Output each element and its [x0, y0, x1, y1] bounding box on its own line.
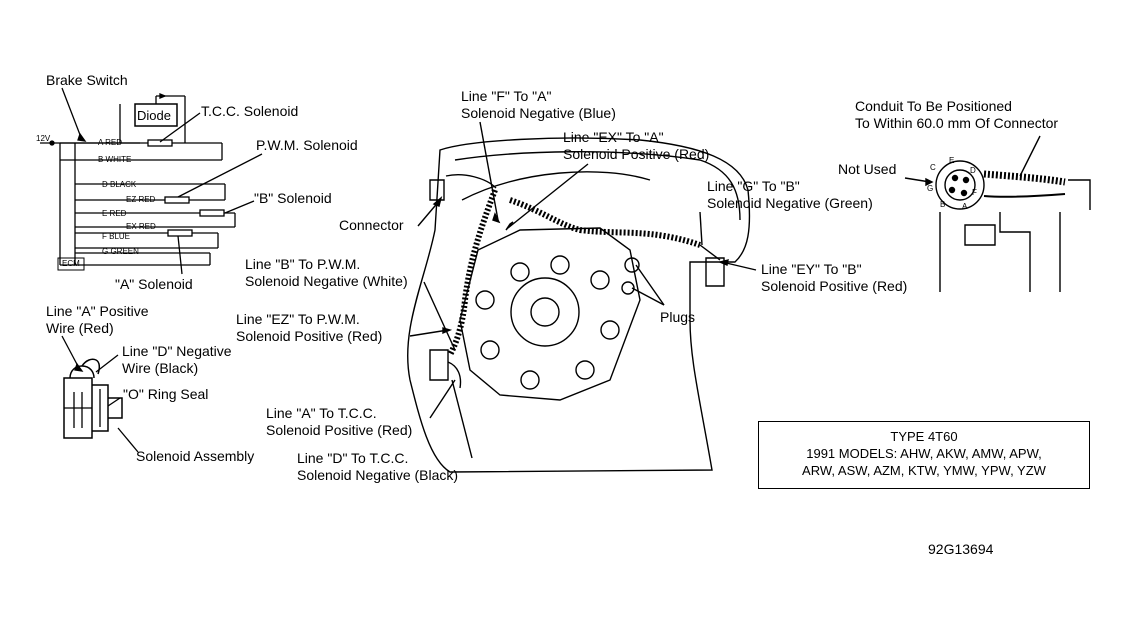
model-list-line2: ARW, ASW, AZM, KTW, YMW, YPW, YZW — [802, 463, 1046, 478]
twelve-volt-label: 12V — [36, 134, 51, 143]
diode-label: Diode — [137, 108, 171, 123]
solenoid-assembly-label: Solenoid Assembly — [136, 448, 255, 464]
o-ring-seal-label: "O" Ring Seal — [123, 386, 209, 402]
solenoid-assembly-drawing — [61, 335, 139, 453]
wire-label-g: G GREEN — [102, 247, 139, 256]
line-b-label: Line "B" To P.W.M. Solenoid Negative (Wh… — [245, 256, 408, 289]
conduit-note-label: Conduit To Be Positioned To Within 60.0 … — [855, 98, 1059, 131]
pin-c-label: C — [930, 163, 936, 172]
connector-end-view-drawing — [904, 135, 1091, 292]
pin-a-label: A — [962, 202, 968, 211]
pin-g-label: G — [927, 184, 934, 193]
b-solenoid-label: "B" Solenoid — [254, 190, 332, 206]
wire-label-a: A RED — [98, 138, 123, 147]
valve-body-drawing — [406, 121, 757, 473]
ecm-label: ECM — [62, 259, 80, 268]
wire-label-e: E RED — [102, 209, 127, 218]
pin-e-label: E — [949, 156, 955, 165]
a-solenoid-label: "A" Solenoid — [115, 276, 193, 292]
pin-f-label: F — [972, 188, 977, 197]
not-used-label: Not Used — [838, 161, 897, 177]
line-f-label: Line "F" To "A" Solenoid Negative (Blue) — [461, 88, 616, 121]
wire-label-d: D BLACK — [102, 180, 137, 189]
figure-id: 92G13694 — [928, 541, 994, 557]
line-a-label: Line "A" To T.C.C. Solenoid Positive (Re… — [266, 405, 413, 438]
line-a-positive-wire-label: Line "A" Positive Wire (Red) — [46, 303, 149, 336]
plugs-label: Plugs — [660, 309, 696, 325]
wire-label-b: B WHITE — [98, 155, 132, 164]
wiring-schematic — [40, 87, 263, 275]
brake-switch-label: Brake Switch — [46, 72, 128, 88]
pin-d-label: D — [970, 166, 976, 175]
line-ey-label: Line "EY" To "B" Solenoid Positive (Red) — [761, 261, 908, 294]
tcc-solenoid-label: T.C.C. Solenoid — [201, 103, 299, 119]
line-ex-label: Line "EX" To "A" Solenoid Positive (Red) — [563, 129, 710, 162]
connector-label: Connector — [339, 217, 404, 233]
wire-label-ez: EZ RED — [126, 195, 156, 204]
pwm-solenoid-label: P.W.M. Solenoid — [256, 137, 358, 153]
line-d-negative-wire-label: Line "D" Negative Wire (Black) — [122, 343, 232, 376]
line-d-label: Line "D" To T.C.C. Solenoid Negative (Bl… — [297, 450, 459, 483]
model-type: TYPE 4T60 — [890, 429, 958, 444]
line-ez-label: Line "EZ" To P.W.M. Solenoid Positive (R… — [236, 311, 383, 344]
wire-label-ex: EX RED — [126, 222, 156, 231]
model-info-box: TYPE 4T60 1991 MODELS: AHW, AKW, AMW, AP… — [758, 421, 1090, 489]
model-list-line1: 1991 MODELS: AHW, AKW, AMW, APW, — [806, 446, 1042, 461]
wire-label-f: F BLUE — [102, 232, 131, 241]
line-g-label: Line "G" To "B" Solenoid Negative (Green… — [707, 178, 873, 211]
pin-b-label: B — [940, 200, 946, 209]
